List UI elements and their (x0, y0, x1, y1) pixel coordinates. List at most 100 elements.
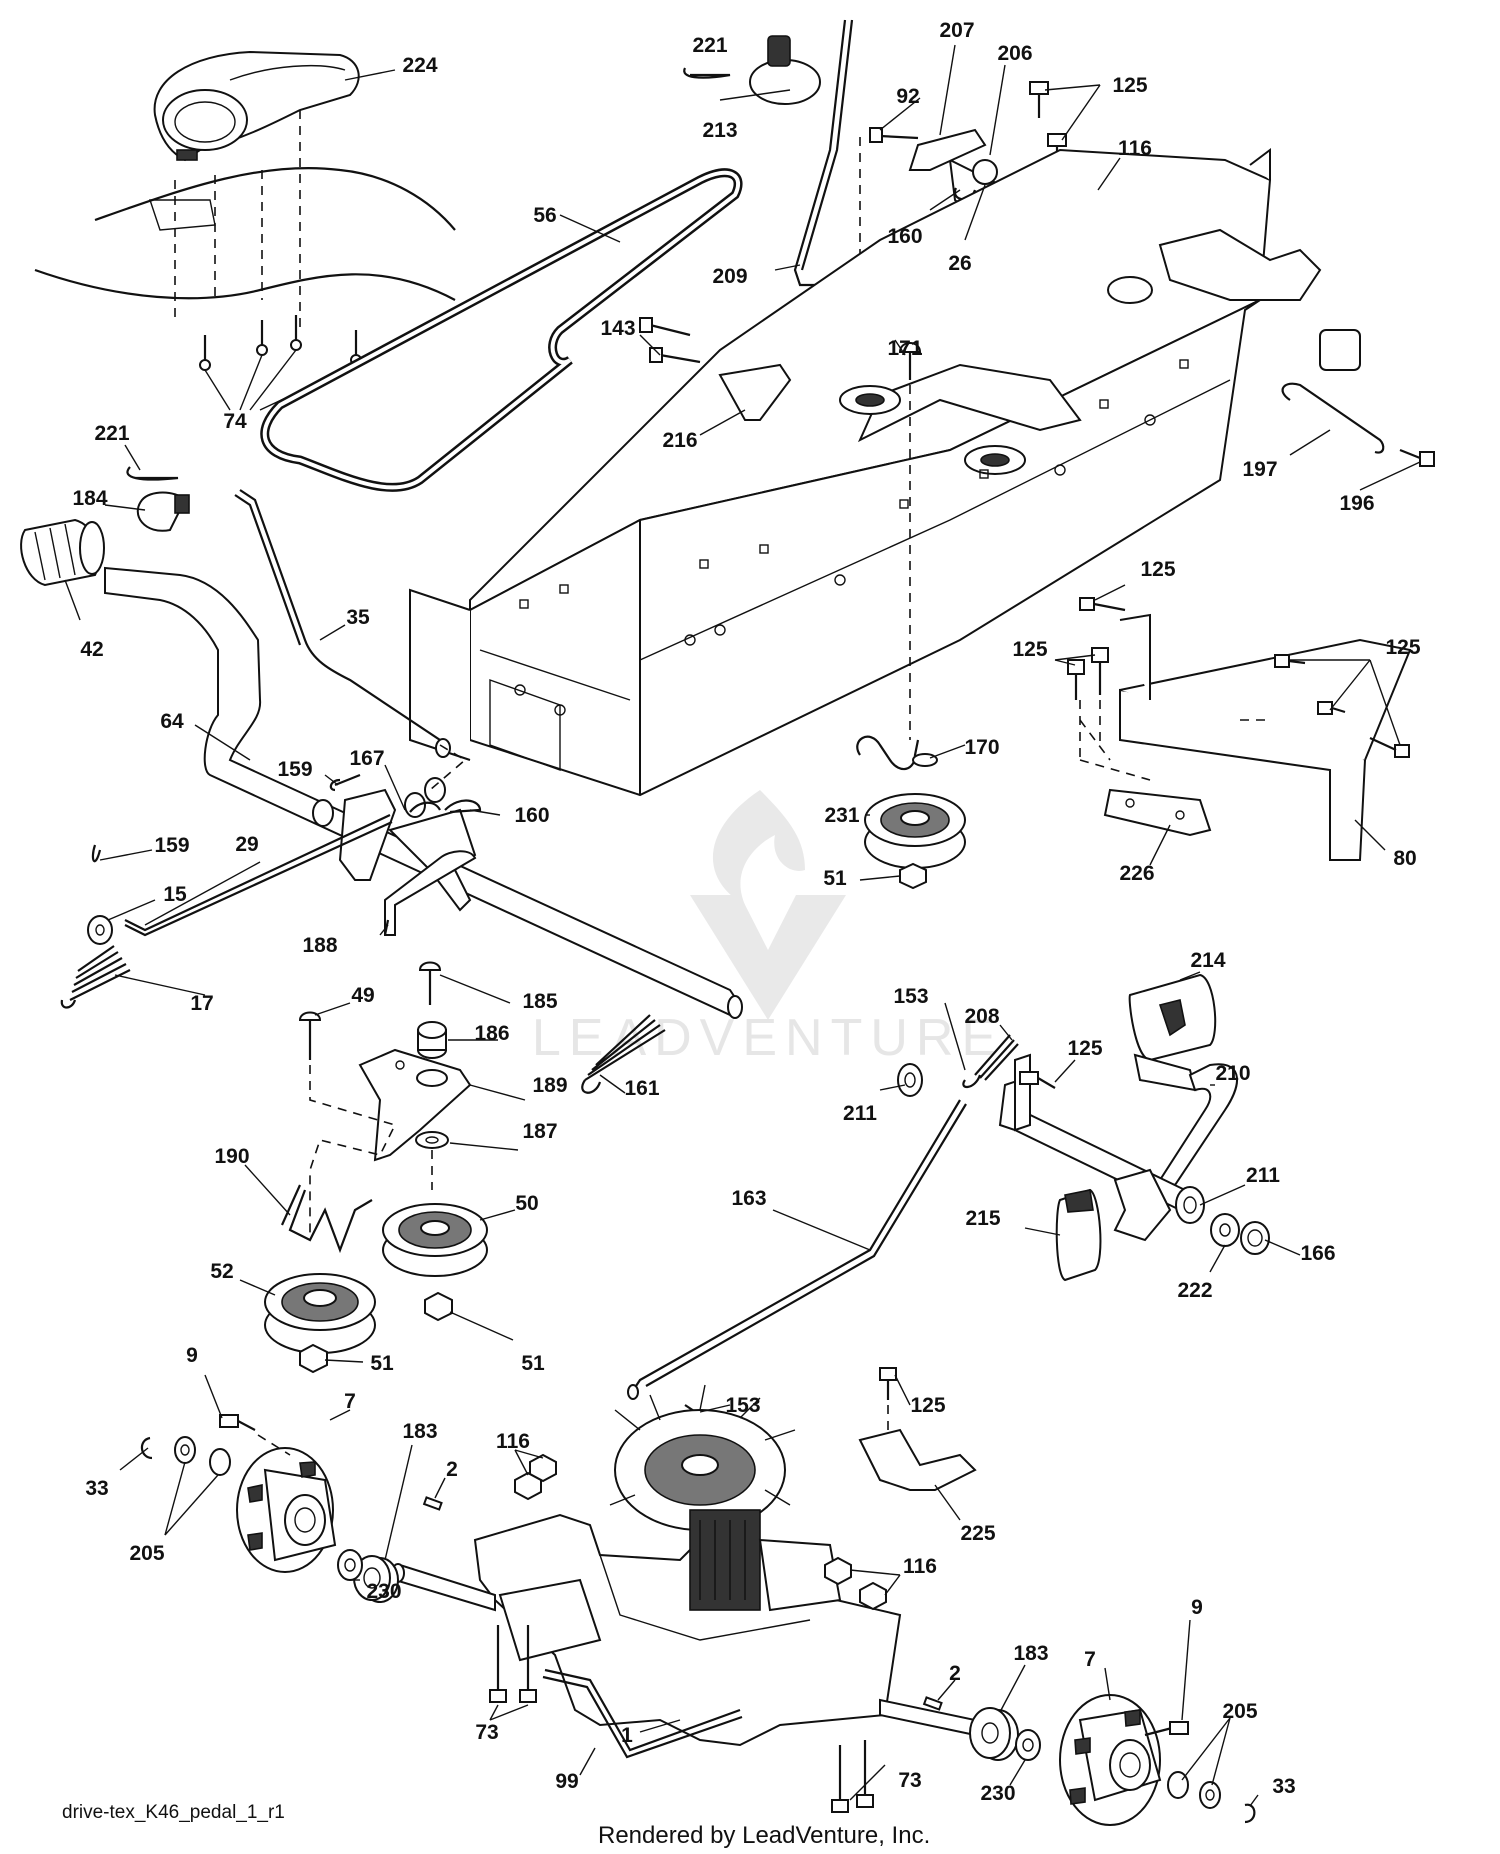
part-label: 64 (160, 710, 184, 733)
part-label: 116 (1118, 137, 1152, 160)
rod-163 (627, 1099, 967, 1400)
part-label: 209 (712, 265, 747, 288)
main-frame (409, 148, 1361, 797)
part-label: 226 (1119, 862, 1154, 885)
part-label: 208 (964, 1005, 999, 1028)
washer-187 (415, 1131, 449, 1149)
part-label: 2 (446, 1458, 458, 1481)
part-label: 184 (72, 487, 107, 510)
nuts-116-top (514, 1453, 557, 1501)
part-label: 35 (346, 606, 370, 629)
part-label: 9 (1191, 1596, 1203, 1619)
key-2-right (922, 1696, 943, 1711)
washers-205-ring-33-right (1167, 1771, 1256, 1824)
bolts-73-right (831, 1740, 874, 1813)
washers-222-166 (1210, 1213, 1270, 1255)
part-label: 49 (351, 984, 374, 1007)
part-label: 56 (533, 204, 556, 227)
part-label: 2 (949, 1662, 961, 1685)
leadventure-watermark-logo (690, 790, 846, 1020)
drive-belt-56 (260, 168, 743, 492)
dash-leaders-idler (309, 1065, 433, 1240)
dash-console-224 (153, 50, 360, 162)
part-label: 99 (555, 1770, 578, 1793)
bolt-49-185-spacer-186 (298, 961, 447, 1060)
key-2-left (422, 1496, 443, 1511)
part-label: 159 (277, 758, 312, 781)
part-label: 183 (402, 1420, 437, 1443)
part-label: 74 (223, 410, 247, 433)
part-label: 225 (960, 1522, 995, 1545)
part-label: 205 (129, 1542, 164, 1565)
part-label: 214 (1190, 949, 1225, 972)
part-label: 196 (1339, 492, 1374, 515)
part-label: 159 (154, 834, 189, 857)
shield-80 (1079, 613, 1412, 861)
pulley-52 (264, 1273, 376, 1354)
part-label: 160 (514, 804, 549, 827)
part-label: 9 (186, 1344, 198, 1367)
pedal-pad-214 (1128, 973, 1217, 1062)
part-label: 51 (370, 1352, 394, 1375)
bearing-183-right-washer-230 (969, 1707, 1041, 1761)
screw-set-74 (199, 315, 362, 411)
nuts-51-lower (299, 1291, 453, 1374)
pulley-50 (382, 1203, 488, 1277)
grip-42-knob-184-clip-221 (20, 466, 190, 587)
frame-holes (514, 359, 1189, 716)
part-label: 213 (702, 119, 737, 142)
part-label: 183 (1013, 1642, 1048, 1665)
part-label: 230 (980, 1782, 1015, 1805)
part-label: 211 (843, 1102, 877, 1125)
bracket-225-bolt-125 (858, 1367, 977, 1491)
bearing-183-left-washer-230 (337, 1549, 399, 1603)
part-label: 73 (898, 1769, 921, 1792)
pulley-231 (864, 793, 966, 869)
nut-51-idler (899, 862, 927, 890)
part-label: 7 (1084, 1648, 1096, 1671)
hub-7-left (236, 1447, 337, 1573)
part-label: 190 (214, 1145, 249, 1168)
bolts-125-right (1067, 597, 1410, 760)
part-label: 205 (1222, 1700, 1257, 1723)
part-label: 125 (1140, 558, 1175, 581)
part-label: 186 (474, 1022, 509, 1045)
bolt-9-right (1144, 1721, 1189, 1737)
part-label: 7 (344, 1390, 356, 1413)
nuts-116-right (824, 1556, 887, 1611)
rod-29 (124, 814, 393, 937)
shaft-brake (998, 1053, 1187, 1242)
part-label: 207 (939, 19, 974, 42)
rod-99 (542, 1668, 743, 1759)
part-label: 160 (887, 225, 922, 248)
part-label: 92 (896, 85, 919, 108)
part-label: 33 (85, 1477, 108, 1500)
bushings-211 (897, 1063, 1205, 1224)
part-label: 29 (235, 833, 258, 856)
bracket-226 (1103, 788, 1212, 837)
part-label: 167 (349, 747, 384, 770)
part-label: 197 (1242, 458, 1277, 481)
footer-credit: Rendered by LeadVenture, Inc. (598, 1822, 931, 1849)
part-label: 221 (692, 34, 727, 57)
file-name-label: drive-tex_K46_pedal_1_r1 (62, 1802, 285, 1823)
part-label: 116 (496, 1430, 530, 1453)
part-label: 125 (1385, 636, 1420, 659)
part-label: 189 (532, 1074, 567, 1097)
part-label: 125 (910, 1394, 945, 1417)
part-label: 210 (1215, 1062, 1250, 1085)
part-label: 216 (662, 429, 697, 452)
part-label: 170 (964, 736, 999, 759)
arms-pedal-linkage (312, 777, 477, 936)
part-label: 73 (475, 1721, 498, 1744)
washers-205-ring-33-left (140, 1436, 231, 1476)
part-label: 51 (823, 867, 847, 890)
bolts-73-left (489, 1625, 537, 1703)
part-label: 1 (621, 1724, 633, 1747)
part-label: 188 (302, 934, 337, 957)
bolt-9-left (219, 1414, 291, 1456)
spring-170 (856, 735, 938, 771)
part-label: 125 (1067, 1037, 1102, 1060)
